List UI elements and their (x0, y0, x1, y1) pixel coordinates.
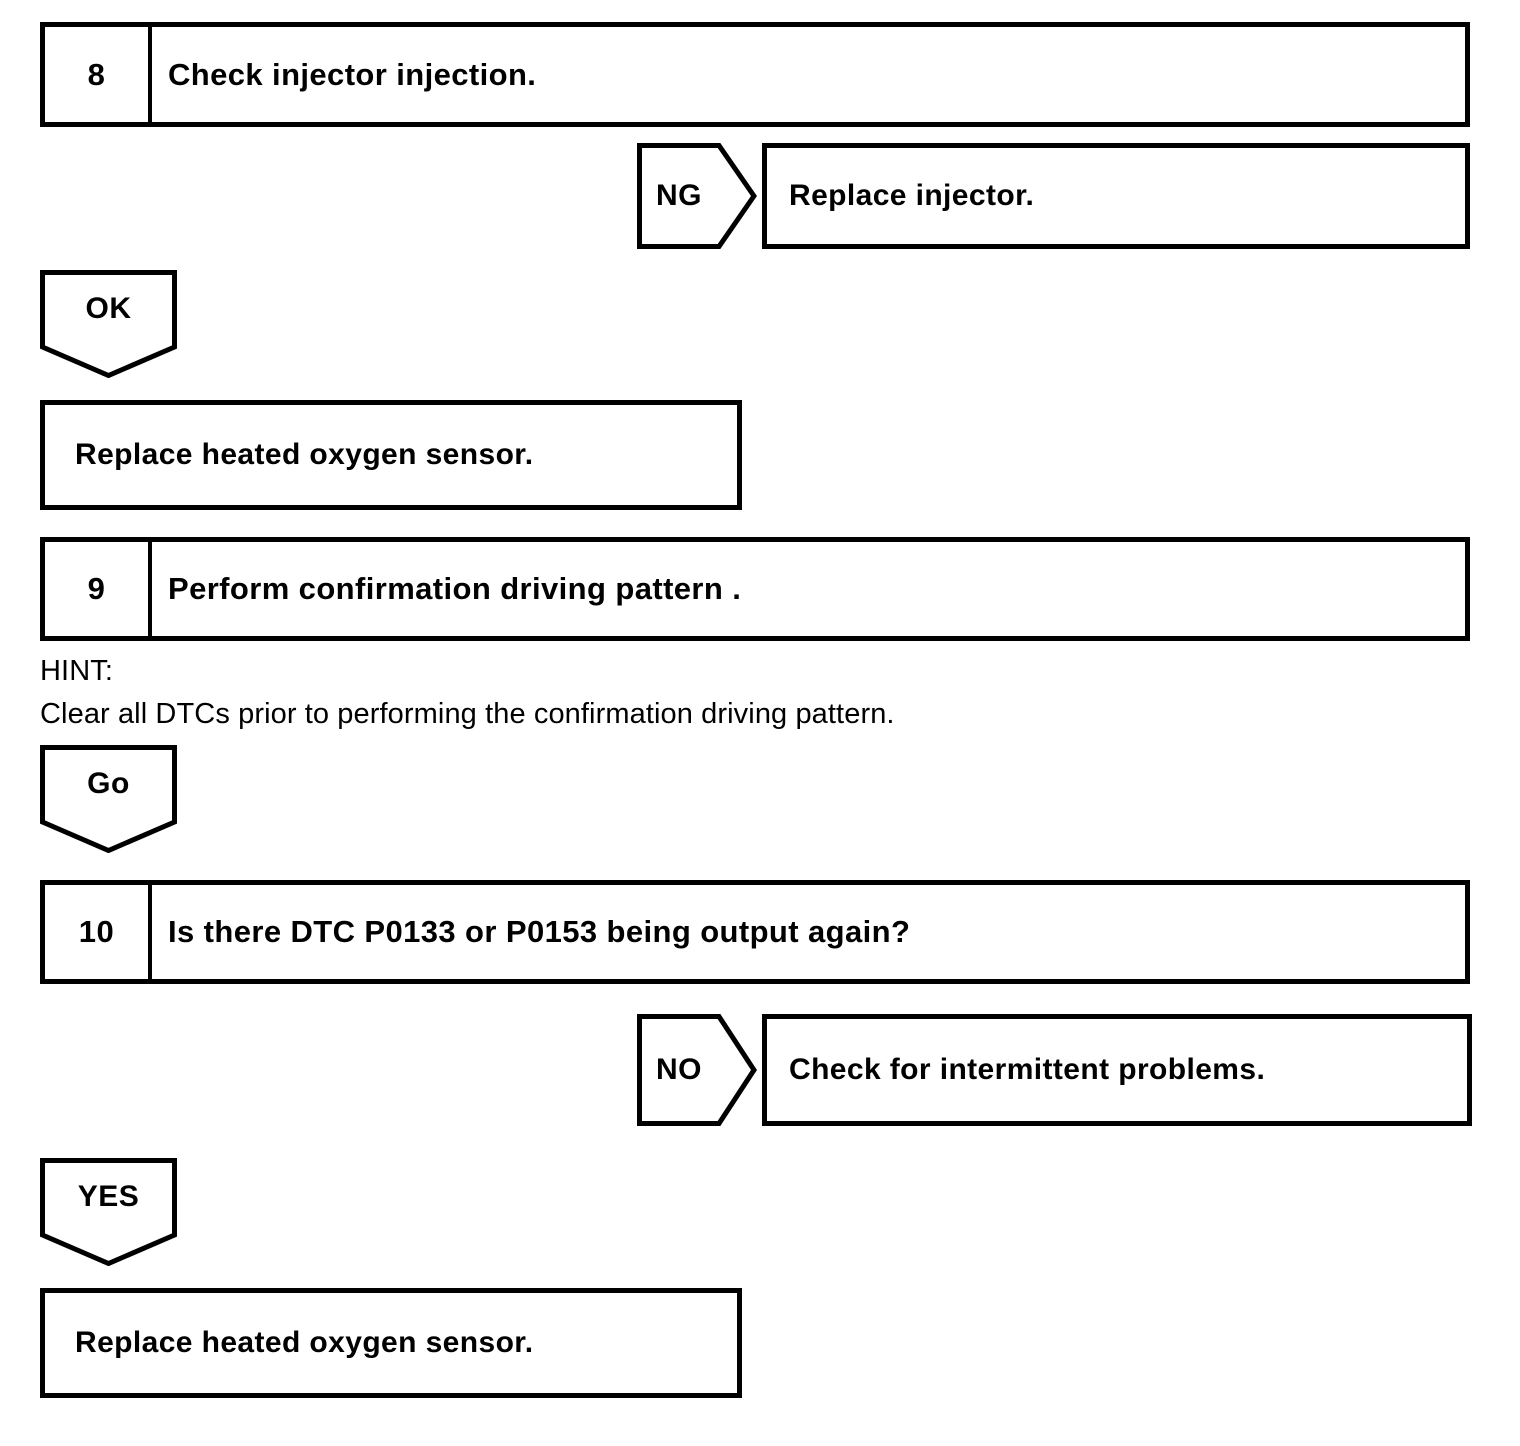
branch-connector-ng[interactable]: NG (637, 143, 757, 249)
branch-connector-no[interactable]: NO (637, 1014, 757, 1126)
step-box-10[interactable]: 10 Is there DTC P0133 or P0153 being out… (40, 880, 1470, 984)
hint-body: Clear all DTCs prior to performing the c… (40, 698, 895, 730)
step-text-8: Check injector injection. (168, 56, 537, 92)
branch-label-go: Go (87, 767, 130, 800)
result-box-check-intermittent-problems[interactable]: Check for intermittent problems. (762, 1014, 1472, 1126)
branch-connector-go[interactable]: Go (40, 745, 177, 853)
branch-connector-ok[interactable]: OK (40, 270, 177, 378)
step-box-9[interactable]: 9 Perform confirmation driving pattern . (40, 537, 1470, 641)
step-number-9: 9 (45, 542, 152, 636)
step-text-10: Is there DTC P0133 or P0153 being output… (168, 914, 911, 949)
branch-label-ok: OK (85, 292, 132, 325)
branch-label-no: NO (656, 1053, 702, 1086)
branch-label-yes: YES (77, 1180, 140, 1213)
step-number-10: 10 (45, 885, 152, 979)
step-number-8: 8 (45, 27, 152, 122)
branch-connector-yes[interactable]: YES (40, 1158, 177, 1266)
result-box-replace-heated-oxygen-sensor-2[interactable]: Replace heated oxygen sensor. (40, 1288, 742, 1398)
branch-label-ng: NG (656, 179, 702, 212)
hint-title: HINT: (40, 655, 113, 687)
step-text-9: Perform confirmation driving pattern . (168, 571, 742, 606)
step-box-8[interactable]: 8 Check injector injection. (40, 22, 1470, 127)
result-box-replace-injector[interactable]: Replace injector. (762, 143, 1470, 249)
result-box-replace-heated-oxygen-sensor-1[interactable]: Replace heated oxygen sensor. (40, 400, 742, 510)
